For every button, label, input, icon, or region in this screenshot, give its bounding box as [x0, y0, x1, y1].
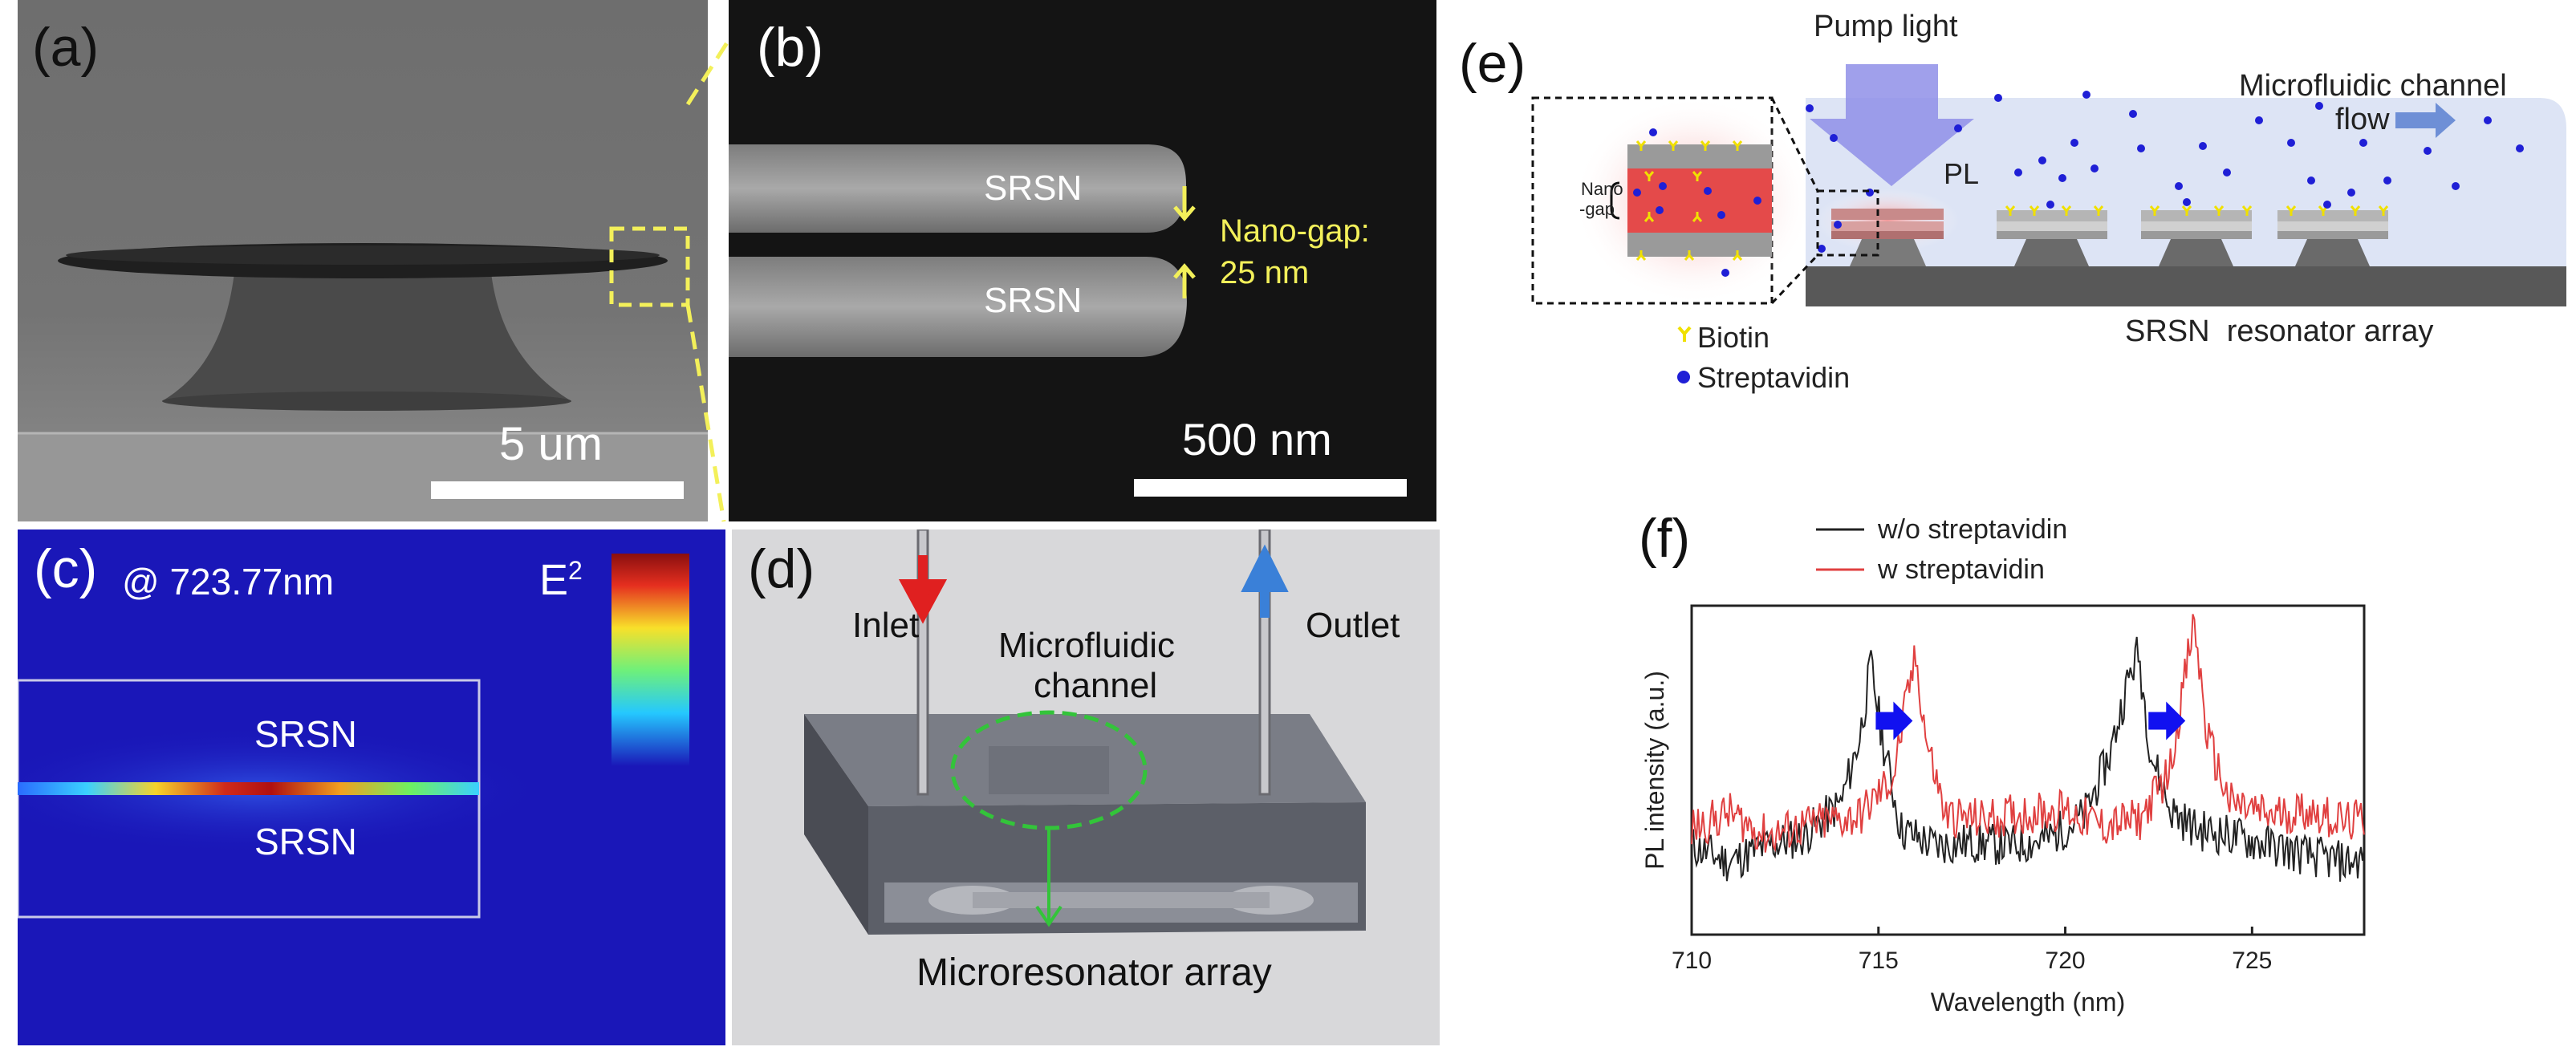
array-label: Microresonator array — [916, 951, 1272, 994]
outlet-arrow — [1241, 544, 1289, 618]
resonator-active — [1815, 189, 1960, 266]
nano-gap-inset — [1531, 96, 1814, 305]
panel-b-scale-bar — [1134, 479, 1407, 497]
panel-b-illustration — [729, 144, 1407, 497]
resonator-array-label: SRSN resonator array — [2125, 314, 2434, 348]
pl-label: PL — [1944, 157, 1980, 190]
panel-a-scale-bar — [431, 481, 684, 499]
x-tick-label-725: 725 — [2232, 947, 2272, 974]
panel-a-scale-text: 5 um — [499, 418, 603, 470]
panel-b-label: (b) — [757, 17, 824, 78]
panel-a-illustration — [18, 0, 708, 521]
srsn-top-strip — [729, 144, 1186, 233]
colorbar-label: E2 — [539, 556, 583, 604]
gap-value: 25 nm — [1220, 255, 1310, 290]
srsn-bottom-label: SRSN — [984, 281, 1083, 320]
srsn-outline — [18, 679, 481, 919]
zoom-box — [609, 226, 690, 307]
srsn-bottom-strip — [729, 257, 1187, 357]
x-tick-label-715: 715 — [1859, 947, 1899, 974]
panel-c-simulation: (c) @ 723.77nm E2 SRSN SRSN — [18, 529, 725, 1045]
streptavidin-particles — [1806, 91, 2524, 253]
panel-d-illustration — [732, 529, 1440, 1045]
resonator-3 — [2141, 210, 2252, 266]
panel-c-label: (c) — [34, 538, 98, 599]
nano-gap-label-1: Nano — [1581, 179, 1623, 199]
wavelength-label: @ 723.77nm — [122, 561, 335, 603]
biotin-legend-label: Biotin — [1697, 321, 1770, 354]
streptavidin-legend-symbol — [1677, 371, 1690, 383]
colorbar — [611, 554, 689, 766]
panel-b-sem-image: (b) SRSN SRSN Nano-gap: 25 nm 500 nm — [729, 0, 1436, 521]
inlet-arrow — [898, 555, 948, 624]
inlet-label: Inlet — [852, 606, 920, 645]
pl-spectrum-chart: 710 715 720 725 Wavelength (nm) PL intensit… — [1640, 514, 2366, 1016]
plot-area — [1690, 604, 2366, 936]
panel-a-sem-image: (a) 5 um — [18, 0, 708, 521]
legend-label-2: w streptavidin — [1877, 554, 2045, 585]
x-tick-label-720: 720 — [2046, 947, 2086, 974]
panel-c-illustration — [18, 554, 689, 919]
pedestal — [162, 273, 571, 401]
y-axis-label: PL intensity (a.u.) — [1640, 671, 1669, 870]
panel-f-chart: (f) 710 715 720 725 Wavelength (nm) PL inte… — [1597, 473, 2576, 1063]
resonator-2 — [1997, 210, 2107, 266]
panel-d-photo: (d) Inlet Outlet Microfluidic channel Mi… — [732, 529, 1440, 1045]
outlet-label: Outlet — [1306, 606, 1400, 645]
gap-arrow-up — [1173, 263, 1196, 298]
shift-arrow-1 — [1875, 701, 1913, 740]
zoom-box-e — [1816, 189, 1879, 257]
gap-label: Nano-gap: — [1220, 213, 1370, 249]
panel-e-label: (e) — [1459, 33, 1526, 94]
series-line-1 — [1691, 636, 2365, 882]
pump-light-label: Pump light — [1814, 10, 1958, 43]
nano-gap-label-2: -gap — [1579, 199, 1615, 219]
channel-label-line1: Microfluidic — [998, 626, 1176, 665]
pump-light-arrow — [1810, 64, 1974, 186]
panel-a-label: (a) — [32, 17, 100, 78]
shift-arrow-2 — [2148, 701, 2186, 740]
x-tick-label-710: 710 — [1672, 947, 1712, 974]
panel-d-label: (d) — [748, 538, 815, 599]
gap-arrow-down — [1173, 186, 1196, 221]
biotin-legend-symbol — [1677, 326, 1692, 342]
substrate — [1806, 266, 2566, 306]
srsn-bottom-layer-label: SRSN — [254, 821, 357, 862]
channel-label-line2: channel — [1034, 666, 1158, 705]
series-line-2 — [1691, 614, 2365, 853]
srsn-top-label: SRSN — [984, 168, 1083, 208]
legend-label-1: w/o streptavidin — [1877, 514, 2067, 545]
flow-arrow — [2395, 103, 2456, 138]
resonator-4 — [2277, 210, 2388, 266]
channel-flow-label-1: Microfluidic channel — [2239, 69, 2507, 103]
panel-b-scale-text: 500 nm — [1182, 414, 1332, 465]
srsn-top-layer-label: SRSN — [254, 713, 357, 755]
panel-e-illustration — [1531, 64, 2566, 383]
x-axis-label: Wavelength (nm) — [1931, 988, 2125, 1016]
array-arrow — [1035, 828, 1062, 927]
mode-profile — [18, 782, 479, 795]
panel-e-schematic: (e) Pump light PL Microfluidic channel f… — [1453, 0, 2576, 521]
channel-flow-label-2: flow — [2335, 103, 2390, 136]
streptavidin-legend-label: Streptavidin — [1697, 361, 1851, 394]
panel-f-label: (f) — [1639, 508, 1691, 569]
